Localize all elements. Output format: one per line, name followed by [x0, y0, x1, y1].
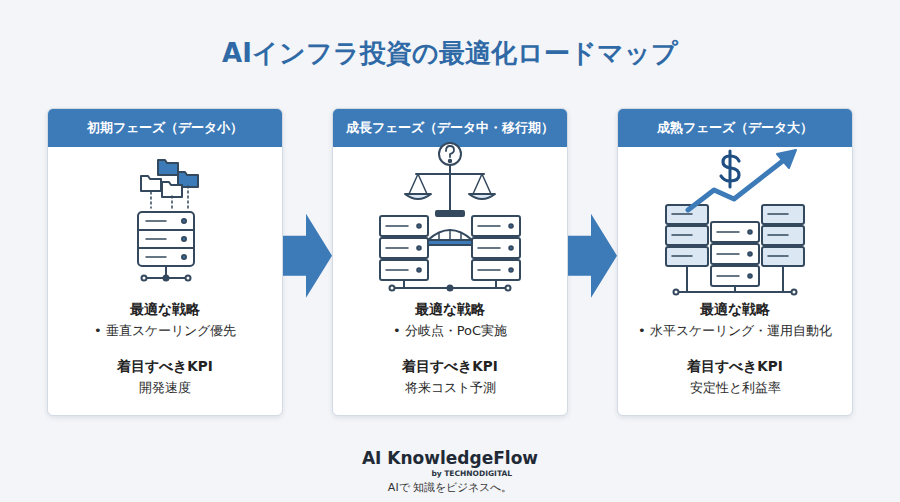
section-heading: 最適な戦略: [54, 299, 276, 319]
card-body: 最適な戦略• 垂直スケーリング優先着目すべきKPI開発速度: [54, 299, 276, 398]
flow-arrow: [283, 214, 332, 298]
phase-card: 成長フェーズ（データ中・移行期） 最適な戦略• 分岐点・PoC実施着目すべきKPI…: [332, 108, 568, 416]
kpi-value: 将来コスト予測: [339, 378, 561, 398]
phase-header-band: 成長フェーズ（データ中・移行期）: [333, 109, 567, 147]
brand-tagline: AIで 知識をビジネスへ。: [300, 480, 600, 495]
brand-name: AI KnowledgeFlow: [300, 448, 600, 468]
card-body: 最適な戦略• 水平スケーリング・運用自動化着目すべきKPI安定性と利益率: [624, 299, 846, 398]
strategy-item: • 分岐点・PoC実施: [339, 321, 561, 341]
section-heading: 着目すべきKPI: [624, 356, 846, 376]
kpi-value: 安定性と利益率: [624, 378, 846, 398]
phase-header-band: 成熟フェーズ（データ大）: [618, 109, 852, 147]
phase-header: 成長フェーズ（データ中・移行期）: [346, 119, 554, 137]
kpi-value: 開発速度: [54, 378, 276, 398]
section-heading: 最適な戦略: [339, 299, 561, 319]
section-heading: 着目すべきKPI: [339, 356, 561, 376]
phase-header-band: 初期フェーズ（データ小）: [48, 109, 282, 147]
strategy-item: • 水平スケーリング・運用自動化: [624, 321, 846, 341]
flow-arrow: [568, 214, 617, 298]
strategy-item: • 垂直スケーリング優先: [54, 321, 276, 341]
section-heading: 着目すべきKPI: [54, 356, 276, 376]
section-heading: 最適な戦略: [624, 299, 846, 319]
phase-header: 初期フェーズ（データ小）: [87, 119, 243, 137]
brand-byline: by TECHNODIGITAL: [400, 469, 512, 478]
phase-card: 初期フェーズ（データ小） 最適な戦略• 垂直スケーリング優先着目すべきKPI開発速…: [47, 108, 283, 416]
phase-header: 成熟フェーズ（データ大）: [657, 119, 813, 137]
card-body: 最適な戦略• 分岐点・PoC実施着目すべきKPI将来コスト予測: [339, 299, 561, 398]
diagram-title: AIインフラ投資の最適化ロードマップ: [0, 36, 900, 70]
phase-card: 成熟フェーズ（データ大） 最適な戦略• 水平スケーリング・運用自動化着目すべきKP…: [617, 108, 853, 416]
